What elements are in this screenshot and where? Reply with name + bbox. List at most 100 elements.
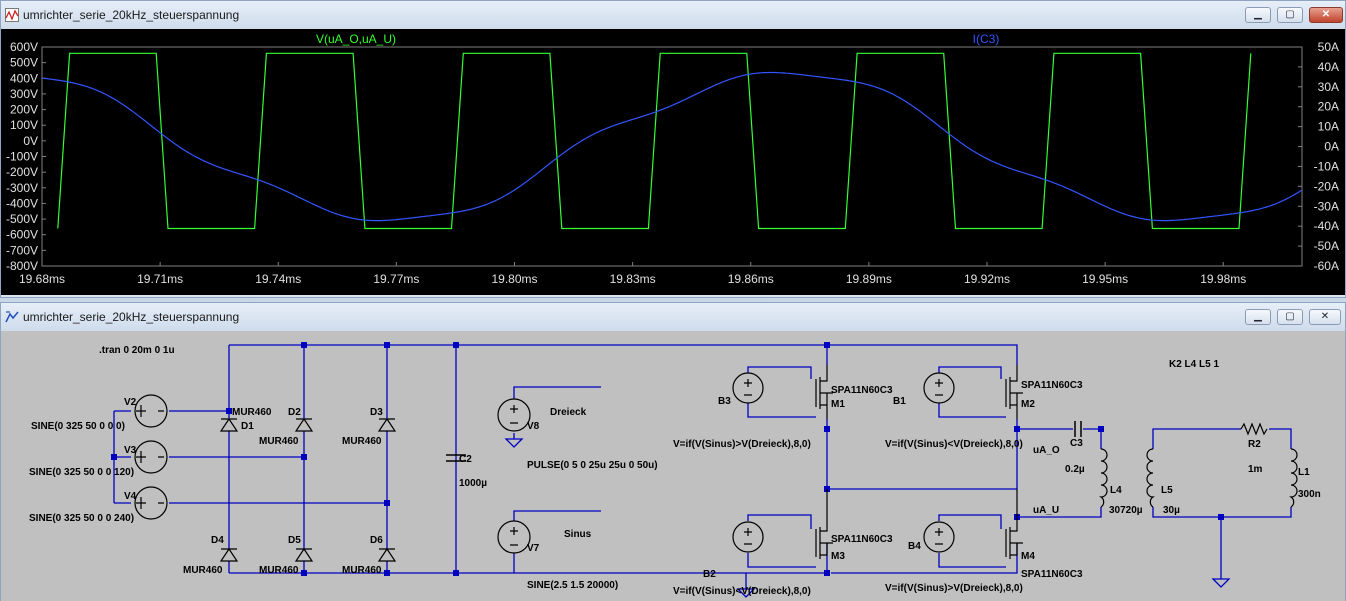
c2-label[interactable]: C2 <box>459 454 472 465</box>
m3-label[interactable]: M3 <box>831 551 845 562</box>
v7-value[interactable]: SINE(2.5 1.5 20000) <box>527 580 618 591</box>
r2-label[interactable]: R2 <box>1248 439 1261 450</box>
close-button[interactable]: ✕ <box>1309 7 1343 23</box>
y-right-tick-label: -10A <box>1314 159 1339 173</box>
waveform-plot[interactable]: 600V500V400V300V200V100V0V-100V-200V-300… <box>1 29 1345 295</box>
y-left-tick-label: -200V <box>6 165 38 179</box>
d4-model[interactable]: MUR460 <box>183 565 223 576</box>
waveform-titlebar[interactable]: umrichter_serie_20kHz_steuerspannung ▁ ▢… <box>1 1 1345 29</box>
sinus-net[interactable]: Sinus <box>564 529 592 540</box>
m4-label[interactable]: M4 <box>1021 551 1035 562</box>
m1-label[interactable]: M1 <box>831 399 845 410</box>
v4-label[interactable]: V4 <box>124 491 137 502</box>
y-right-tick-label: 10A <box>1318 120 1339 134</box>
l4-value[interactable]: 30720µ <box>1109 505 1143 516</box>
dreieck-net[interactable]: Dreieck <box>550 407 587 418</box>
minimize-icon: ▁ <box>1254 311 1262 322</box>
tran-directive[interactable]: .tran 0 20m 0 1u <box>99 345 175 356</box>
r2-value[interactable]: 1m <box>1248 464 1263 475</box>
uau-net[interactable]: uA_U <box>1033 505 1059 516</box>
schematic-window: umrichter_serie_20kHz_steuerspannung ▁ ▢… <box>0 302 1346 601</box>
b1-expr[interactable]: V=if(V(Sinus)<V(Dreieck),8,0) <box>885 439 1023 450</box>
y-right-tick-label: -60A <box>1314 259 1339 273</box>
y-right-tick-label: 0A <box>1324 140 1339 154</box>
b4-label[interactable]: B4 <box>908 541 921 552</box>
d4-label[interactable]: D4 <box>211 535 224 546</box>
b3-expr[interactable]: V=if(V(Sinus)>V(Dreieck),8,0) <box>673 439 811 450</box>
x-tick-label: 19.71ms <box>137 272 183 286</box>
x-tick-label: 19.95ms <box>1082 272 1128 286</box>
x-tick-label: 19.74ms <box>255 272 301 286</box>
d3-model[interactable]: MUR460 <box>342 436 382 447</box>
l1-label[interactable]: L1 <box>1298 467 1310 478</box>
v7-label[interactable]: V7 <box>527 543 540 554</box>
b2-label[interactable]: B2 <box>703 569 716 580</box>
schematic-titlebar[interactable]: umrichter_serie_20kHz_steuerspannung ▁ ▢… <box>1 303 1345 331</box>
m2-model[interactable]: SPA11N60C3 <box>1021 380 1083 391</box>
d6-model[interactable]: MUR460 <box>342 565 382 576</box>
restore-icon: ▢ <box>1285 311 1295 322</box>
x-tick-label: 19.98ms <box>1200 272 1246 286</box>
b3-label[interactable]: B3 <box>718 396 731 407</box>
legend-current[interactable]: I(C3) <box>973 32 1000 46</box>
b4-expr[interactable]: V=if(V(Sinus)>V(Dreieck),8,0) <box>885 583 1023 594</box>
l4-label[interactable]: L4 <box>1110 485 1122 496</box>
y-left-tick-label: -700V <box>6 243 38 257</box>
l1-value[interactable]: 300n <box>1298 489 1321 500</box>
y-left-tick-label: -100V <box>6 150 38 164</box>
m2-label[interactable]: M2 <box>1021 399 1035 410</box>
restore-button[interactable]: ▢ <box>1277 7 1303 23</box>
y-left-tick-label: 600V <box>10 40 38 54</box>
y-left-tick-label: 200V <box>10 103 38 117</box>
d2-model[interactable]: MUR460 <box>259 436 299 447</box>
v8-value[interactable]: PULSE(0 5 0 25u 25u 0 50u) <box>527 460 658 471</box>
v3-label[interactable]: V3 <box>124 445 137 456</box>
b1-label[interactable]: B1 <box>893 396 906 407</box>
minimize-button[interactable]: ▁ <box>1245 7 1271 23</box>
d1-label[interactable]: D1 <box>241 421 254 432</box>
trace-voltage <box>57 52 1252 230</box>
schematic-canvas[interactable]: .tran 0 20m 0 1u K2 L4 L5 1 V2 SINE(0 32… <box>1 331 1345 601</box>
waveform-window-title: umrichter_serie_20kHz_steuerspannung <box>23 8 240 22</box>
k-directive[interactable]: K2 L4 L5 1 <box>1169 359 1219 370</box>
d5-model[interactable]: MUR460 <box>259 565 299 576</box>
y-right-tick-label: -40A <box>1314 219 1339 233</box>
close-button[interactable]: ✕ <box>1309 309 1341 325</box>
v2-label[interactable]: V2 <box>124 397 137 408</box>
y-left-tick-label: -800V <box>6 259 38 273</box>
l5-value[interactable]: 30µ <box>1163 505 1180 516</box>
m4-model[interactable]: SPA11N60C3 <box>1021 569 1083 580</box>
capacitor-icon <box>1074 421 1082 437</box>
y-left-axis: 600V500V400V300V200V100V0V-100V-200V-300… <box>6 40 46 273</box>
d1-model[interactable]: MUR460 <box>232 407 272 418</box>
d5-label[interactable]: D5 <box>288 535 301 546</box>
v4-value[interactable]: SINE(0 325 50 0 0 240) <box>29 513 134 524</box>
y-right-axis: 50A40A30A20A10A0A-10A-20A-30A-40A-50A-60… <box>1298 40 1339 273</box>
waveform-window: umrichter_serie_20kHz_steuerspannung ▁ ▢… <box>0 0 1346 298</box>
l5-label[interactable]: L5 <box>1161 485 1173 496</box>
c2-value[interactable]: 1000µ <box>459 478 487 489</box>
minimize-button[interactable]: ▁ <box>1245 309 1271 325</box>
x-tick-label: 19.89ms <box>846 272 892 286</box>
d2-label[interactable]: D2 <box>288 407 301 418</box>
legend-voltage[interactable]: V(uA_O,uA_U) <box>316 32 396 46</box>
v8-label[interactable]: V8 <box>527 421 540 432</box>
inductor-icons <box>1099 448 1298 508</box>
m1-model[interactable]: SPA11N60C3 <box>831 385 893 396</box>
waveform-app-icon <box>5 8 19 22</box>
y-left-tick-label: -300V <box>6 181 38 195</box>
c3-label[interactable]: C3 <box>1070 438 1083 449</box>
m3-model[interactable]: SPA11N60C3 <box>831 534 893 545</box>
y-right-tick-label: 50A <box>1318 40 1339 54</box>
b2-expr[interactable]: V=if(V(Sinus)<V(Dreieck),8,0) <box>673 586 811 597</box>
v3-value[interactable]: SINE(0 325 50 0 0 120) <box>29 467 134 478</box>
d3-label[interactable]: D3 <box>370 407 383 418</box>
v2-value[interactable]: SINE(0 325 50 0 0 0) <box>31 421 125 432</box>
y-left-tick-label: 400V <box>10 71 38 85</box>
x-tick-label: 19.80ms <box>491 272 537 286</box>
d6-label[interactable]: D6 <box>370 535 383 546</box>
c3-value[interactable]: 0.2µ <box>1065 464 1085 475</box>
restore-button[interactable]: ▢ <box>1277 309 1303 325</box>
uao-net[interactable]: uA_O <box>1033 445 1060 456</box>
